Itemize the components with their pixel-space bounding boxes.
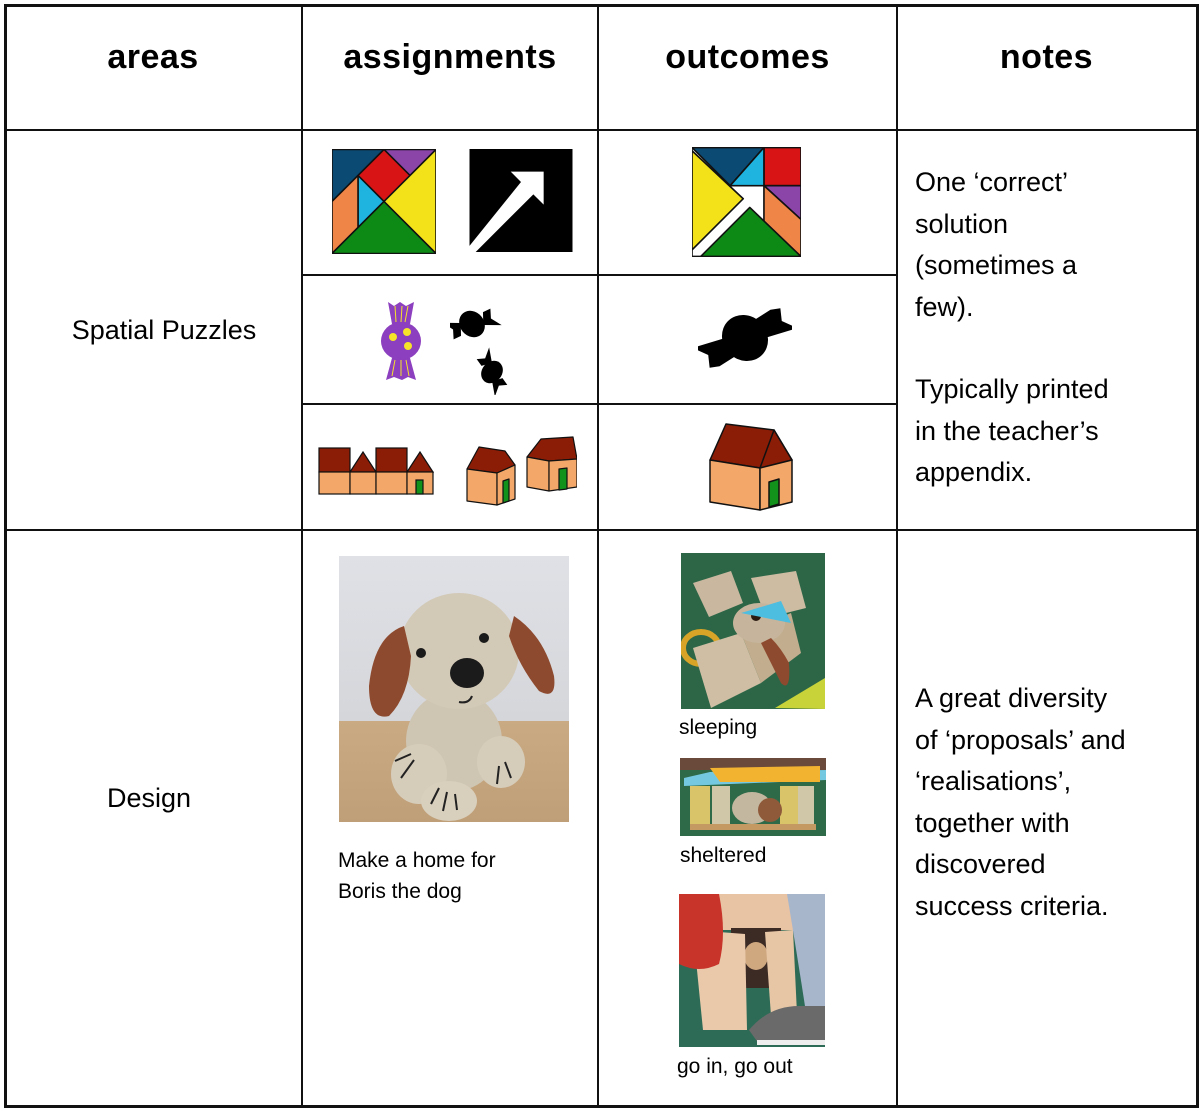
note-line: One ‘correct’ <box>915 167 1069 197</box>
note-line: Typically printed <box>915 374 1109 404</box>
note-line: few). <box>915 291 974 322</box>
arrow-silhouette-icon <box>469 149 573 252</box>
note-line: (sometimes a <box>915 250 1078 280</box>
note-line: solution <box>915 208 1009 239</box>
two-houses-icon <box>465 435 577 507</box>
note-line: A great diversity <box>915 683 1108 713</box>
note-line: success criteria. <box>915 890 1109 921</box>
subrow-divider <box>301 403 898 405</box>
notes-design: A great diversity of ‘proposals’ and ‘re… <box>915 678 1126 927</box>
note-line: in the teacher’s <box>915 415 1099 446</box>
note-line: together with <box>915 807 1070 838</box>
table-frame <box>4 4 1199 1108</box>
assignment-caption: Make a home for Boris the dog <box>338 845 496 907</box>
go-in-go-out-caption: go in, go out <box>677 1055 793 1078</box>
house-pieces-row-icon <box>318 447 438 497</box>
note-line: appendix. <box>915 457 1033 487</box>
candy-silhouette-solution-icon <box>698 288 792 388</box>
header-notes: notes <box>999 38 1094 76</box>
column-divider <box>597 4 599 1105</box>
note-line: discovered <box>915 849 1046 879</box>
tangram-square-icon <box>332 149 436 254</box>
house-solution-icon <box>708 422 794 514</box>
note-line: ‘realisations’, <box>915 766 1072 796</box>
row-divider <box>4 529 1196 531</box>
subrow-divider <box>301 274 898 276</box>
caption-line: Boris the dog <box>338 880 462 903</box>
header-outcomes: outcomes <box>665 38 830 76</box>
sheltered-photo <box>680 758 826 836</box>
column-divider <box>896 4 898 1105</box>
note-line: of ‘proposals’ and <box>915 724 1126 755</box>
column-divider <box>301 4 303 1105</box>
header-areas: areas <box>107 38 199 76</box>
sheltered-caption: sheltered <box>680 844 767 867</box>
area-spatial-puzzles: Spatial Puzzles <box>71 314 257 345</box>
go-in-go-out-photo <box>679 894 825 1047</box>
candy-silhouettes-icon <box>450 300 520 395</box>
sleeping-caption: sleeping <box>679 716 758 739</box>
caption-line: Make a home for <box>338 849 496 872</box>
header-divider <box>4 129 1196 131</box>
purple-candy-icon <box>380 300 422 382</box>
sleeping-photo <box>681 553 825 709</box>
notes-spatial-puzzles: One ‘correct’ solution (sometimes a few)… <box>915 162 1109 494</box>
tangram-arrow-solution-icon <box>692 147 801 257</box>
crochet-dog-photo <box>339 556 569 822</box>
header-assignments: assignments <box>343 38 557 76</box>
area-design: Design <box>106 783 192 813</box>
